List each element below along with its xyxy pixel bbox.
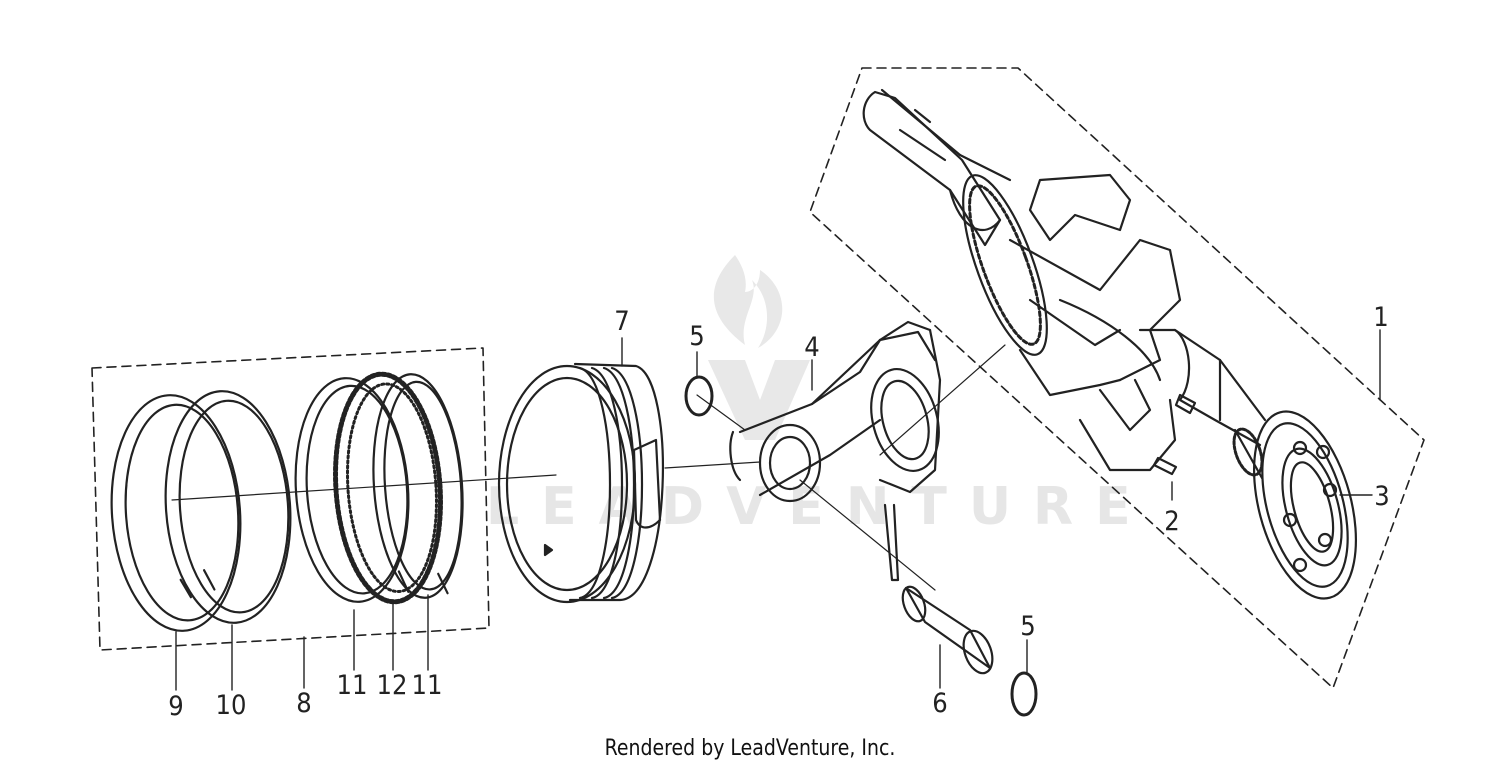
callout-7: 7 <box>614 306 629 337</box>
callout-5-upper: 5 <box>689 321 704 352</box>
callout-5-lower: 5 <box>1020 611 1035 642</box>
callout-3: 3 <box>1374 481 1389 512</box>
top-compression-ring <box>110 394 242 632</box>
callout-6: 6 <box>932 688 947 719</box>
piston-ring-set-group-box <box>91 347 490 651</box>
crankshaft-assembly-group-box <box>809 67 1425 689</box>
connecting-rod <box>729 320 942 582</box>
callout-10: 10 <box>216 690 247 721</box>
callout-8: 8 <box>296 688 311 719</box>
crankshaft <box>862 88 1267 480</box>
oil-ring-rail-rear <box>372 373 464 599</box>
second-compression-ring <box>164 390 292 624</box>
oil-ring-rail-front <box>294 377 410 603</box>
leadventure-watermark-logo <box>708 255 810 440</box>
callout-2: 2 <box>1164 506 1179 537</box>
callout-9: 9 <box>168 691 183 722</box>
ball-bearing <box>1252 410 1358 600</box>
callout-11-front: 11 <box>337 670 368 701</box>
watermark-text: LEADVENTURE <box>486 477 1153 537</box>
piston <box>497 362 665 604</box>
callout-leader-lines <box>175 329 1381 691</box>
oil-ring-expander <box>333 371 443 605</box>
callout-4: 4 <box>804 332 819 363</box>
piston-pin-circlip-upper <box>684 375 714 417</box>
rendered-by-credit: Rendered by LeadVenture, Inc. <box>604 736 896 761</box>
piston-pin-circlip-lower <box>1010 671 1038 717</box>
piston-pin <box>901 585 994 675</box>
callout-1: 1 <box>1373 302 1388 333</box>
callout-labels: 1 2 3 4 5 5 6 7 8 9 10 11 11 12 <box>168 302 1389 722</box>
woodruff-key <box>1152 456 1178 476</box>
assembly-centerlines <box>171 344 1006 591</box>
callout-12: 12 <box>377 670 408 701</box>
callout-11-rear: 11 <box>412 670 443 701</box>
